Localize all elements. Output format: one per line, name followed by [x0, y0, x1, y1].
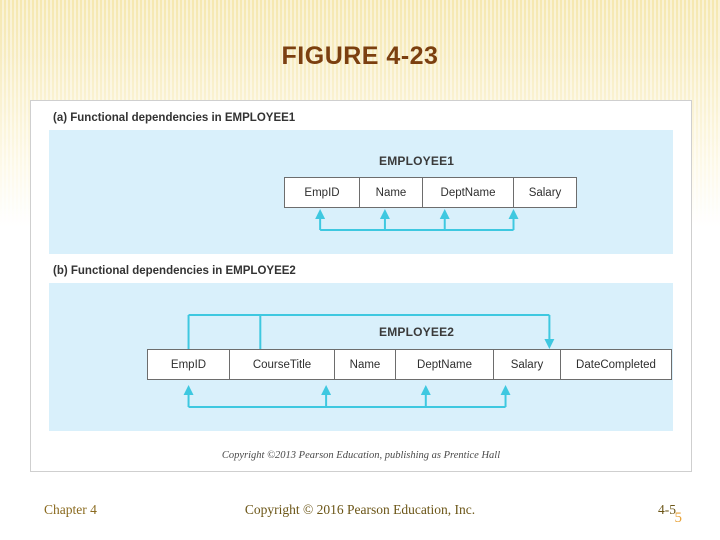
page-title: FIGURE 4-23	[281, 42, 439, 70]
figure-container: (a) Functional dependencies in EMPLOYEE1…	[30, 100, 692, 472]
footer-copyright: Copyright © 2016 Pearson Education, Inc.	[244, 502, 476, 517]
figure-copyright: Copyright ©2013 Pearson Education, publi…	[221, 450, 501, 461]
attribute-box-deptname: DeptName	[422, 177, 514, 208]
panel-a-attribute-row: EmpID Name DeptName Salary	[284, 177, 577, 208]
attribute-box-salary: Salary	[513, 177, 577, 208]
attribute-box-name: Name	[359, 177, 423, 208]
attribute-box-empid: EmpID	[284, 177, 360, 208]
panel-b-attribute-row: EmpID CourseTitle Name DeptName Salary D…	[147, 349, 672, 380]
panel-b: EMPLOYEE2 EmpID CourseTitle Name DeptNam…	[49, 283, 673, 431]
footer-chapter: Chapter 4	[44, 502, 97, 517]
attribute-box-deptname: DeptName	[395, 349, 494, 380]
attribute-box-salary: Salary	[493, 349, 561, 380]
footer-page-number: 4-5	[658, 502, 676, 517]
panel-b-caption: (b) Functional dependencies in EMPLOYEE2	[53, 265, 296, 277]
attribute-box-name: Name	[334, 349, 396, 380]
panel-a: EMPLOYEE1 EmpID Name DeptName Salary	[49, 130, 673, 254]
panel-a-entity-title: EMPLOYEE1	[379, 154, 455, 168]
attribute-box-datecompleted: DateCompleted	[560, 349, 672, 380]
attribute-box-empid: EmpID	[147, 349, 230, 380]
panel-b-entity-title: EMPLOYEE2	[379, 325, 455, 339]
attribute-box-coursetitle: CourseTitle	[229, 349, 335, 380]
panel-a-caption: (a) Functional dependencies in EMPLOYEE1	[53, 112, 296, 124]
page-number-overlay: 5	[674, 510, 683, 526]
